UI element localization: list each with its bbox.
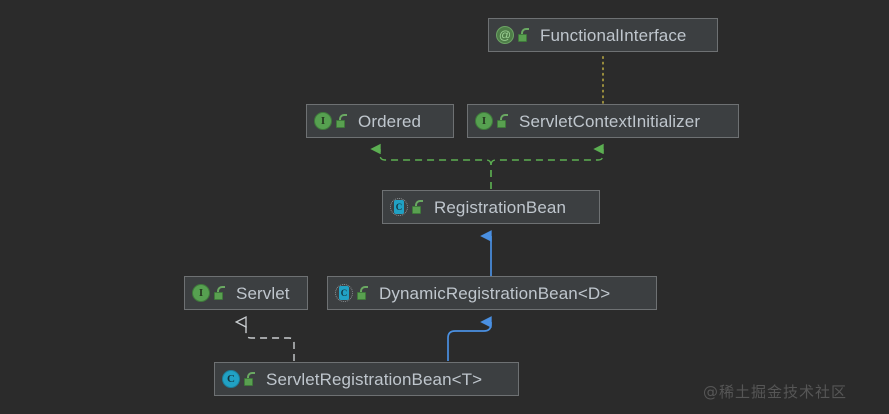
abstract-class-icon: C [335,284,353,302]
class-node-label: Ordered [358,111,422,131]
unlocked-padlock-icon [244,372,257,386]
class-node-label: ServletRegistrationBean<T> [266,369,483,389]
interface-icon: I [192,284,210,302]
class-node-servlet-context-initializer[interactable]: I ServletContextInitializer [467,104,739,138]
class-node-label: FunctionalInterface [540,25,687,45]
class-node-dynamic-registration-bean[interactable]: C DynamicRegistrationBean<D> [327,276,657,310]
abstract-class-glyph: C [394,200,404,214]
edge-servletregistrationbean-to-dynamicregistrationbean [447,316,492,361]
class-icon: C [222,370,240,388]
class-node-ordered[interactable]: I Ordered [306,104,454,138]
class-node-functional-interface[interactable]: @ FunctionalInterface [488,18,718,52]
unlocked-padlock-icon [357,286,370,300]
unlocked-padlock-icon [336,114,349,128]
abstract-class-icon: C [390,198,408,216]
interface-icon: I [475,112,493,130]
unlocked-padlock-icon [214,286,227,300]
unlocked-padlock-icon [412,200,425,214]
class-node-registration-bean[interactable]: C RegistrationBean [382,190,600,224]
class-node-label: DynamicRegistrationBean<D> [379,283,611,303]
edge-registrationbean-to-ordered [380,149,492,189]
annotation-icon: @ [496,26,514,44]
abstract-class-glyph: C [339,286,349,300]
unlocked-padlock-icon [497,114,510,128]
class-node-servlet-registration-bean[interactable]: C ServletRegistrationBean<T> [214,362,519,396]
interface-icon: I [314,112,332,130]
class-node-label: Servlet [236,283,290,303]
watermark: @稀土掘金技术社区 [703,383,848,401]
class-node-label: ServletContextInitializer [519,111,701,131]
edge-registrationbean-to-sci [490,149,604,189]
edge-servletregistrationbean-to-servlet [246,322,295,361]
class-node-servlet[interactable]: I Servlet [184,276,308,310]
unlocked-padlock-icon [518,28,531,42]
class-node-label: RegistrationBean [434,197,567,217]
